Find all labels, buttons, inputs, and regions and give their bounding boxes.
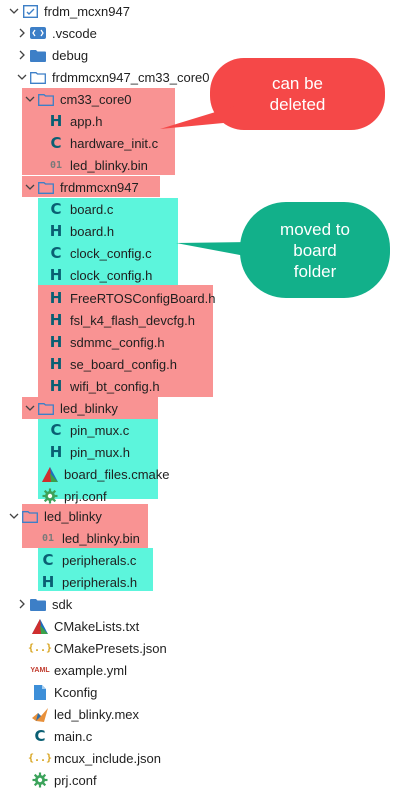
- header-file-icon: H: [49, 311, 63, 329]
- highlight-cm33-core0: [22, 88, 175, 175]
- tree-item-main-c[interactable]: C main.c: [32, 725, 92, 747]
- tree-item-vscode[interactable]: .vscode: [14, 22, 97, 44]
- cmake-icon: [32, 615, 48, 637]
- tree-item-led-blinky-mex[interactable]: led_blinky.mex: [32, 703, 139, 725]
- folder-icon: [30, 44, 46, 66]
- file-icon: [32, 681, 48, 703]
- tree-item-board-files-cmake[interactable]: board_files.cmake: [42, 463, 170, 485]
- header-file-icon: H: [49, 377, 63, 395]
- tree-item-cmakepresets[interactable]: {..} CMakePresets.json: [27, 637, 167, 659]
- highlight-pin-mux: [38, 419, 158, 499]
- chevron-down-icon: [22, 88, 38, 110]
- json-file-icon: {..}: [27, 642, 53, 654]
- c-file-icon: C: [34, 727, 46, 745]
- tree-item-peripherals-h[interactable]: H peripherals.h: [41, 573, 138, 591]
- tree-item-debug[interactable]: debug: [14, 44, 88, 66]
- tree-item-frdmmcxn947[interactable]: frdmmcxn947: [22, 176, 139, 198]
- tree-item-board-h[interactable]: H board.h: [49, 222, 115, 240]
- tree-item-wifi-bt-config[interactable]: H wifi_bt_config.h: [49, 377, 160, 395]
- tree-item-clock-config-c[interactable]: C clock_config.c: [48, 242, 151, 264]
- tree-item-board-c[interactable]: C board.c: [48, 198, 113, 220]
- tree-item-board-root[interactable]: frdmmcxn947_cm33_core0: [14, 66, 210, 88]
- tree-item-app-h[interactable]: H app.h: [49, 112, 103, 130]
- highlight-peripherals: [38, 548, 153, 591]
- callout-deleted: can be deleted: [269, 74, 326, 114]
- tree-item-clock-config-h[interactable]: H clock_config.h: [49, 266, 153, 284]
- tree-item-prj-conf-2[interactable]: prj.conf: [32, 769, 97, 791]
- c-file-icon: C: [50, 421, 62, 439]
- tree-item-fsl-k4-flash[interactable]: H fsl_k4_flash_devcfg.h: [49, 311, 196, 329]
- header-file-icon: H: [49, 266, 63, 284]
- header-file-icon: H: [41, 573, 55, 591]
- c-file-icon: C: [50, 134, 62, 152]
- tree-item-sdk[interactable]: sdk: [14, 593, 72, 615]
- tree-item-led-blinky-2[interactable]: led_blinky: [6, 505, 102, 527]
- header-file-icon: H: [49, 355, 63, 373]
- folder-open-icon: [38, 397, 54, 419]
- highlight-frdmmcxn947: [22, 176, 160, 197]
- folder-open-icon: [22, 505, 38, 527]
- tree-item-cmakelists[interactable]: CMakeLists.txt: [32, 615, 139, 637]
- tree-item-hardware-init-c[interactable]: C hardware_init.c: [48, 132, 158, 154]
- chevron-right-icon: [14, 44, 30, 66]
- c-file-icon: C: [50, 200, 62, 218]
- folder-open-icon: [30, 66, 46, 88]
- tree-item-kconfig[interactable]: Kconfig: [32, 681, 97, 703]
- header-file-icon: H: [49, 333, 63, 351]
- mex-file-icon: [32, 703, 48, 725]
- tree-item-sdmmc-config[interactable]: H sdmmc_config.h: [49, 333, 165, 351]
- tree-item-se-board-config[interactable]: H se_board_config.h: [49, 355, 177, 373]
- json-file-icon: {..}: [27, 752, 53, 764]
- chevron-down-icon: [6, 0, 22, 22]
- chevron-down-icon: [22, 176, 38, 198]
- tree-item-pin-mux-c[interactable]: C pin_mux.c: [48, 419, 129, 441]
- gear-icon: [32, 769, 48, 791]
- cmake-icon: [42, 463, 58, 485]
- chevron-right-icon: [14, 593, 30, 615]
- tree-item-peripherals-c[interactable]: C peripherals.c: [40, 549, 136, 571]
- chevron-right-icon: [14, 22, 30, 44]
- tree-item-pin-mux-h[interactable]: H pin_mux.h: [49, 443, 130, 461]
- folder-icon: [30, 593, 46, 615]
- vscode-folder-icon: [30, 22, 46, 44]
- tree-item-led-blinky-bin-2[interactable]: 01 led_blinky.bin: [40, 527, 140, 549]
- header-file-icon: H: [49, 443, 63, 461]
- highlight-led-blinky-1: [22, 397, 158, 419]
- highlight-config-headers: [38, 285, 213, 397]
- tree-item-led-blinky-1[interactable]: led_blinky: [22, 397, 118, 419]
- callout-moved-shape: [176, 202, 390, 298]
- binary-file-icon: 01: [41, 532, 55, 544]
- tree-root[interactable]: frdm_mcxn947: [6, 0, 130, 22]
- root-folder-label: frdm_mcxn947: [44, 3, 130, 19]
- tree-item-prj-conf-1[interactable]: prj.conf: [42, 485, 107, 507]
- tree-item-example-yml[interactable]: YAML example.yml: [30, 659, 127, 681]
- tree-item-cm33-core0[interactable]: cm33_core0: [22, 88, 132, 110]
- header-file-icon: H: [49, 112, 63, 130]
- folder-open-icon: [38, 88, 54, 110]
- header-file-icon: H: [49, 289, 63, 307]
- tree-item-freertos-config[interactable]: H FreeRTOSConfigBoard.h: [49, 289, 216, 307]
- chevron-down-icon: [22, 397, 38, 419]
- yaml-file-icon: YAML: [30, 666, 50, 674]
- folder-open-icon: [38, 176, 54, 198]
- binary-file-icon: 01: [49, 159, 63, 171]
- header-file-icon: H: [49, 222, 63, 240]
- chevron-down-icon: [6, 505, 22, 527]
- highlight-led-blinky-2: [22, 504, 148, 548]
- highlight-board-files: [38, 198, 178, 285]
- callout-deleted-shape: [160, 58, 385, 130]
- gear-icon: [42, 485, 58, 507]
- c-file-icon: C: [50, 244, 62, 262]
- workspace-icon: [22, 0, 38, 22]
- c-file-icon: C: [42, 551, 54, 569]
- callout-moved: moved to board folder: [280, 219, 350, 281]
- tree-item-mcux-include[interactable]: {..} mcux_include.json: [27, 747, 161, 769]
- tree-item-led-blinky-bin-1[interactable]: 01 led_blinky.bin: [48, 154, 148, 176]
- chevron-down-icon: [14, 66, 30, 88]
